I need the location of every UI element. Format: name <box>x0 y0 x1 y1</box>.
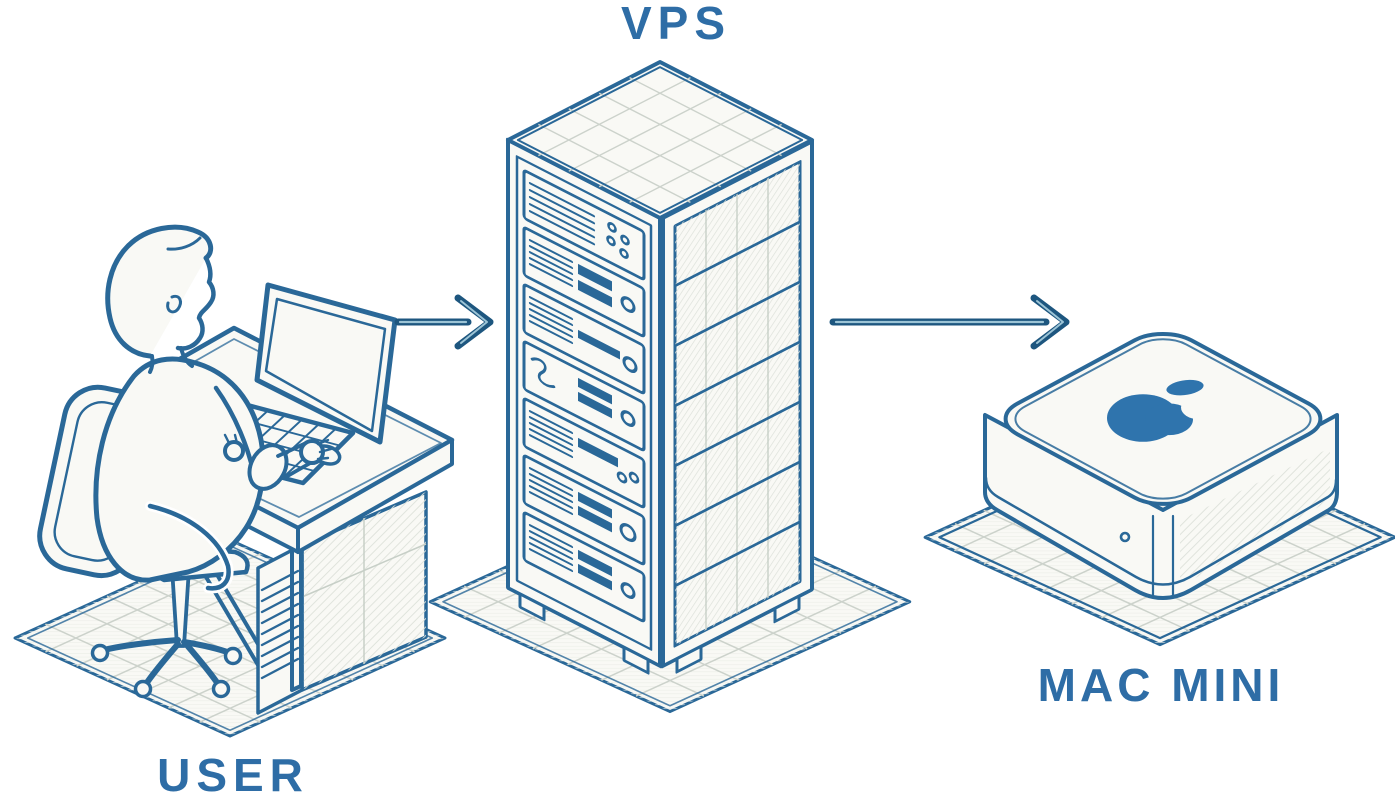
cabinet-vent-slats <box>260 569 300 680</box>
chair-caster-wheel <box>211 679 231 699</box>
chair-armrest <box>147 503 231 591</box>
label-user: USER <box>157 749 309 801</box>
arrow-vps-to-macmini <box>829 294 1070 350</box>
apple-logo-icon <box>1107 379 1217 442</box>
server-unit <box>522 340 646 452</box>
server-unit <box>522 226 646 338</box>
chair-legs <box>101 637 233 687</box>
server-rack <box>506 62 814 675</box>
server-unit <box>522 283 646 395</box>
label-vps: VPS <box>620 0 732 49</box>
rack-side-panel <box>661 139 814 674</box>
chair-caster-wheel <box>223 646 243 666</box>
rack-foot <box>622 645 650 675</box>
rack-foot <box>773 594 801 624</box>
server-unit <box>522 169 646 281</box>
server-unit <box>522 511 646 623</box>
person-head <box>105 224 214 359</box>
person-torso <box>93 356 266 583</box>
mac-mini-body <box>983 413 1339 600</box>
person-neck <box>148 346 194 374</box>
chair-caster-wheel <box>133 679 153 699</box>
person <box>93 224 342 594</box>
rack-foot <box>518 592 546 622</box>
person-ear <box>166 294 182 314</box>
server-unit <box>522 454 646 566</box>
mac-mini-base-seam <box>984 476 1338 586</box>
chair-caster-wheel <box>90 643 110 663</box>
server-unit <box>522 397 646 509</box>
person-face <box>175 255 216 351</box>
person-hair-fringe <box>166 236 202 251</box>
rack-top-panel <box>508 62 812 218</box>
rack-foot <box>675 644 703 674</box>
label-mac-mini: MAC MINI <box>1037 659 1285 711</box>
mac-mini <box>983 325 1339 600</box>
rack-front-panel <box>506 137 662 675</box>
person-hand-left <box>223 440 245 462</box>
mac-mini-power-led <box>1119 531 1131 543</box>
arrow-user-to-vps <box>394 294 494 350</box>
laptop-screen <box>254 282 398 445</box>
